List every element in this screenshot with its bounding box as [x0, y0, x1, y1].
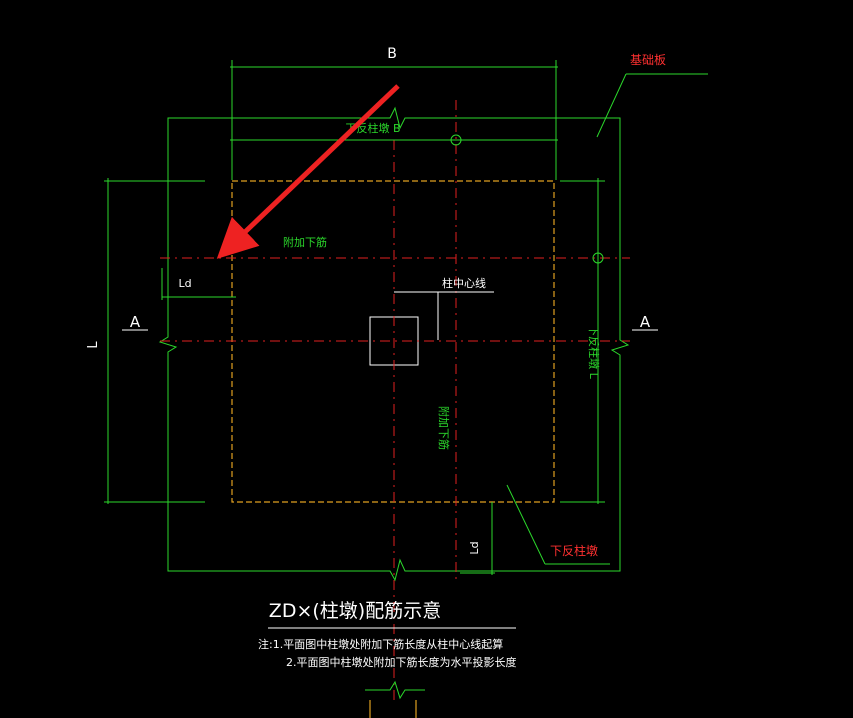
caption-title: ZD×(柱墩)配筋示意: [269, 600, 441, 622]
base-plate-label: 基础板: [630, 53, 666, 67]
bottom-section-fragment: [365, 680, 425, 718]
section-a-right-label: A: [640, 313, 651, 331]
pier-l-label: 下反柱墩 L: [587, 325, 601, 379]
ld-left-label: Ld: [178, 277, 191, 290]
extra-bar-h-label: 附加下筋: [283, 235, 327, 249]
ld-bottom-label: Ld: [468, 541, 481, 554]
dimension-b: [230, 60, 558, 180]
caption-note-1: 注:1.平面图中柱墩处附加下筋长度从柱中心线起算: [258, 637, 503, 651]
ld-bottom-dimension: [460, 502, 495, 575]
column-center-leader: [394, 291, 494, 340]
section-a-left-label: A: [130, 313, 141, 331]
base-plate-outline: [158, 106, 630, 582]
ld-left-dimension: [161, 268, 236, 300]
dimension-l: [104, 178, 205, 504]
pier-l-dimension: [560, 178, 605, 504]
caption-note-2: 2.平面图中柱墩处附加下筋长度为水平投影长度: [286, 655, 517, 669]
pier-bottom-label: 下反柱墩: [550, 543, 598, 558]
dim-b-label: B: [387, 46, 397, 62]
dim-l-label: L: [86, 341, 101, 349]
red-pointer-arrow: [216, 84, 400, 259]
base-plate-leader: [596, 73, 708, 138]
extra-bar-v-label: 附加下筋: [437, 406, 451, 450]
axis-lines: [160, 100, 630, 700]
pier-bottom-leader: [506, 484, 610, 565]
column-center-label: 柱中心线: [442, 276, 486, 290]
